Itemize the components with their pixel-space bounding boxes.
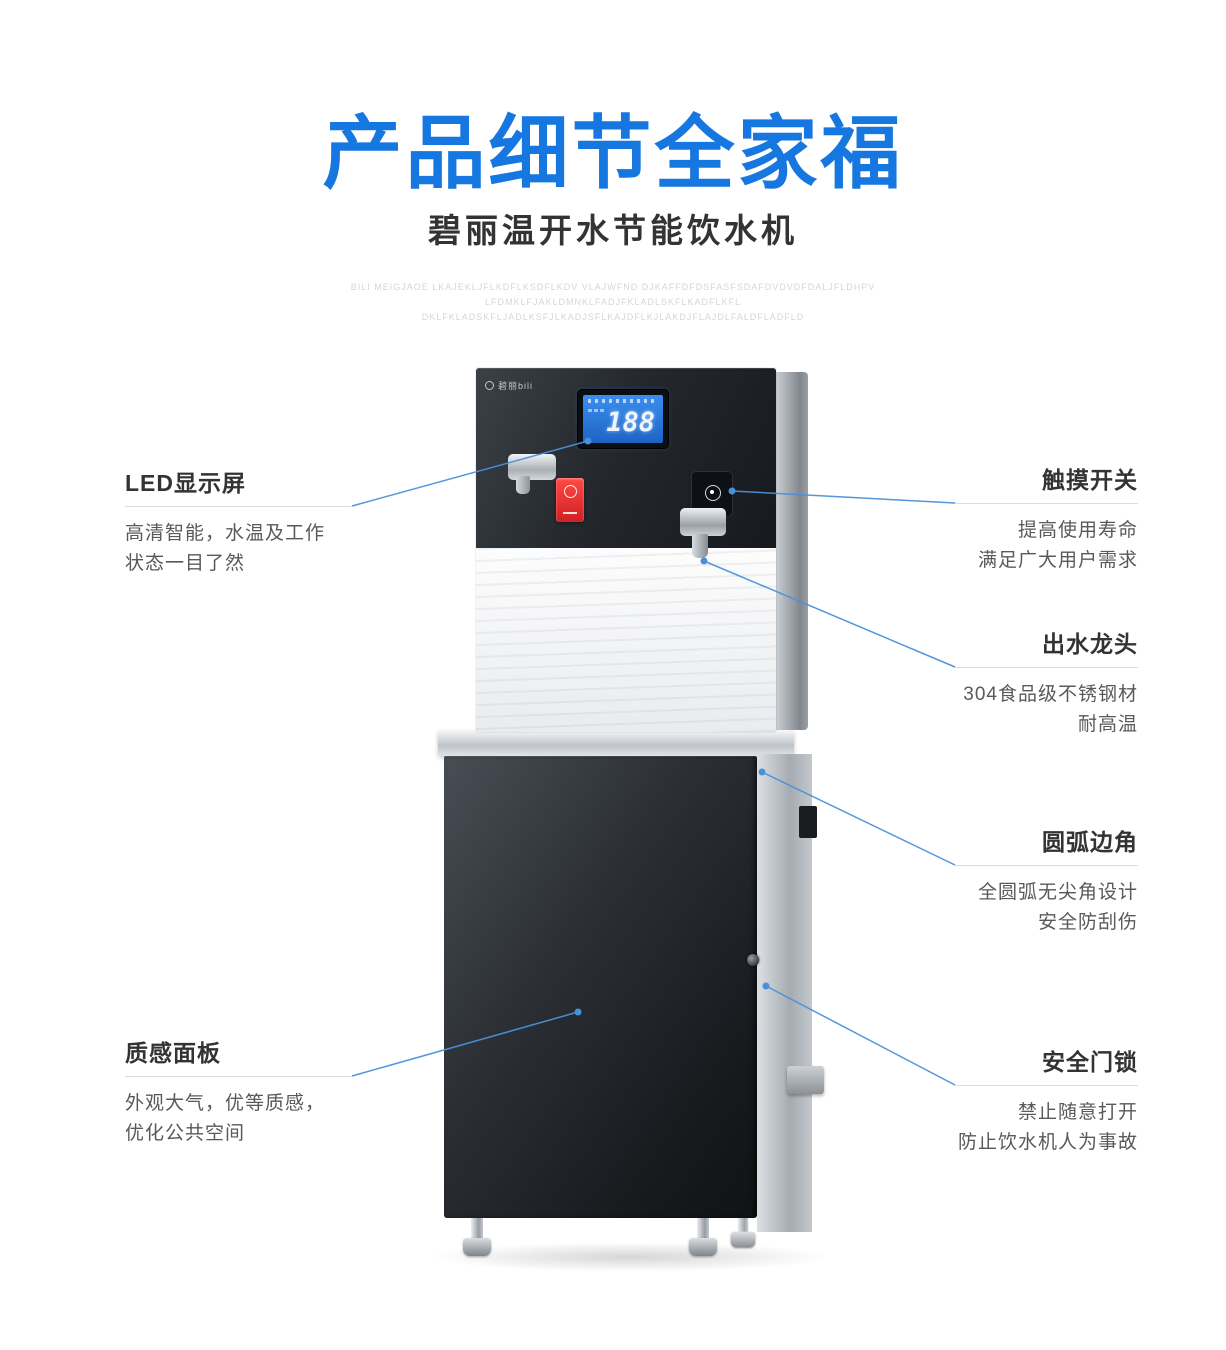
watermark-line: LFDMKLFJAKLDMNKLFADJFKLADLSKFLKADFLKFL xyxy=(484,297,742,307)
callout-desc-line: 304食品级不锈钢材 xyxy=(963,684,1138,705)
callout-desc-line: 全圆弧无尖角设计 xyxy=(977,882,1138,903)
callout-description: 304食品级不锈钢材 耐高温 xyxy=(908,680,1138,740)
callout-safety-lock: 安全门锁 禁止随意打开 防止饮水机人为事故 xyxy=(908,1049,1138,1158)
cabinet-side-slot xyxy=(799,806,817,838)
callout-led-display: LED显示屏 高清智能，水温及工作 状态一目了然 xyxy=(125,470,352,579)
brand-logo-icon xyxy=(485,380,494,390)
wave-texture-panel xyxy=(476,548,776,732)
callout-desc-line: 安全防刮伤 xyxy=(1037,912,1138,933)
callout-description: 禁止随意打开 防止饮水机人为事故 xyxy=(908,1098,1138,1158)
watermark-line: DKLFKLADSKFLJADLKSFJLKADJSFLKAJDFLKJLAKD… xyxy=(421,312,805,322)
callout-description: 全圆弧无尖角设计 安全防刮伤 xyxy=(908,878,1138,938)
callout-rounded-corner: 圆弧边角 全圆弧无尖角设计 安全防刮伤 xyxy=(908,829,1138,938)
foot-base xyxy=(689,1238,717,1256)
upper-unit-front: 碧丽bili 188 xyxy=(476,368,776,732)
adjustable-foot xyxy=(730,1207,756,1253)
callout-description: 外观大气，优等质感， 优化公共空间 xyxy=(125,1089,352,1149)
callout-texture-panel: 质感面板 外观大气，优等质感， 优化公共空间 xyxy=(125,1040,352,1149)
callout-title: LED显示屏 xyxy=(125,470,246,496)
callout-rule xyxy=(125,506,352,507)
callout-touch-switch: 触摸开关 提高使用寿命 满足广大用户需求 xyxy=(908,467,1138,576)
callout-description: 高清智能，水温及工作 状态一目了然 xyxy=(125,519,352,579)
callout-desc-line: 外观大气，优等质感， xyxy=(125,1093,326,1114)
hot-water-faucet-spout xyxy=(516,476,530,494)
red-safety-button xyxy=(556,478,584,522)
door-lock-keyhole xyxy=(747,954,759,966)
callout-desc-line: 提高使用寿命 xyxy=(1017,520,1138,541)
callout-title: 质感面板 xyxy=(125,1040,221,1066)
counter-top xyxy=(438,730,794,756)
callout-title: 出水龙头 xyxy=(1042,631,1138,657)
callout-desc-line: 高清智能，水温及工作 xyxy=(125,523,326,544)
page-subtitle: 碧丽温开水节能饮水机 xyxy=(428,212,798,249)
callout-water-faucet: 出水龙头 304食品级不锈钢材 耐高温 xyxy=(908,631,1138,740)
callout-desc-line: 优化公共空间 xyxy=(125,1123,246,1144)
callout-title: 触摸开关 xyxy=(1042,467,1138,493)
led-display-screen: 188 xyxy=(583,395,663,443)
callout-desc-line: 状态一目了然 xyxy=(125,553,246,574)
callout-description: 提高使用寿命 满足广大用户需求 xyxy=(908,516,1138,576)
foot-base xyxy=(463,1238,491,1256)
water-outlet-faucet xyxy=(680,508,726,536)
callout-desc-line: 满足广大用户需求 xyxy=(977,550,1138,571)
callout-rule xyxy=(955,1085,1138,1086)
hot-water-faucet xyxy=(508,454,556,480)
callout-rule xyxy=(955,667,1138,668)
brand-logo: 碧丽bili xyxy=(485,379,533,391)
callout-desc-line: 耐高温 xyxy=(1077,714,1138,735)
page-title: 产品细节全家福 xyxy=(322,109,904,198)
callout-desc-line: 防止饮水机人为事故 xyxy=(957,1132,1138,1153)
brand-logo-text: 碧丽bili xyxy=(498,380,534,391)
callout-rule xyxy=(125,1076,352,1077)
callout-desc-line: 禁止随意打开 xyxy=(1017,1102,1138,1123)
callout-title: 安全门锁 xyxy=(1042,1049,1138,1075)
display-status-icons xyxy=(588,399,658,403)
display-mode-icons xyxy=(588,409,606,412)
foot-base xyxy=(730,1231,756,1248)
watermark-text: BILI MEIGJAOE LKAJEKLJFLKDFLKSDFLKDV VLA… xyxy=(0,280,1226,325)
upper-unit-side-panel xyxy=(776,372,808,730)
cabinet-side-handle xyxy=(787,1066,824,1094)
callout-rule xyxy=(955,865,1138,866)
ground-shadow xyxy=(428,1242,832,1272)
led-display: 188 xyxy=(578,390,668,448)
cabinet-door xyxy=(444,756,757,1218)
watermark-line: BILI MEIGJAOE LKAJEKLJFLKDFLKSDFLKDV VLA… xyxy=(350,282,876,292)
callout-title: 圆弧边角 xyxy=(1042,829,1138,855)
foot-stem xyxy=(737,1207,749,1232)
display-temperature-value: 188 xyxy=(606,407,655,438)
water-outlet-faucet-spout xyxy=(692,534,708,558)
callout-rule xyxy=(955,503,1138,504)
